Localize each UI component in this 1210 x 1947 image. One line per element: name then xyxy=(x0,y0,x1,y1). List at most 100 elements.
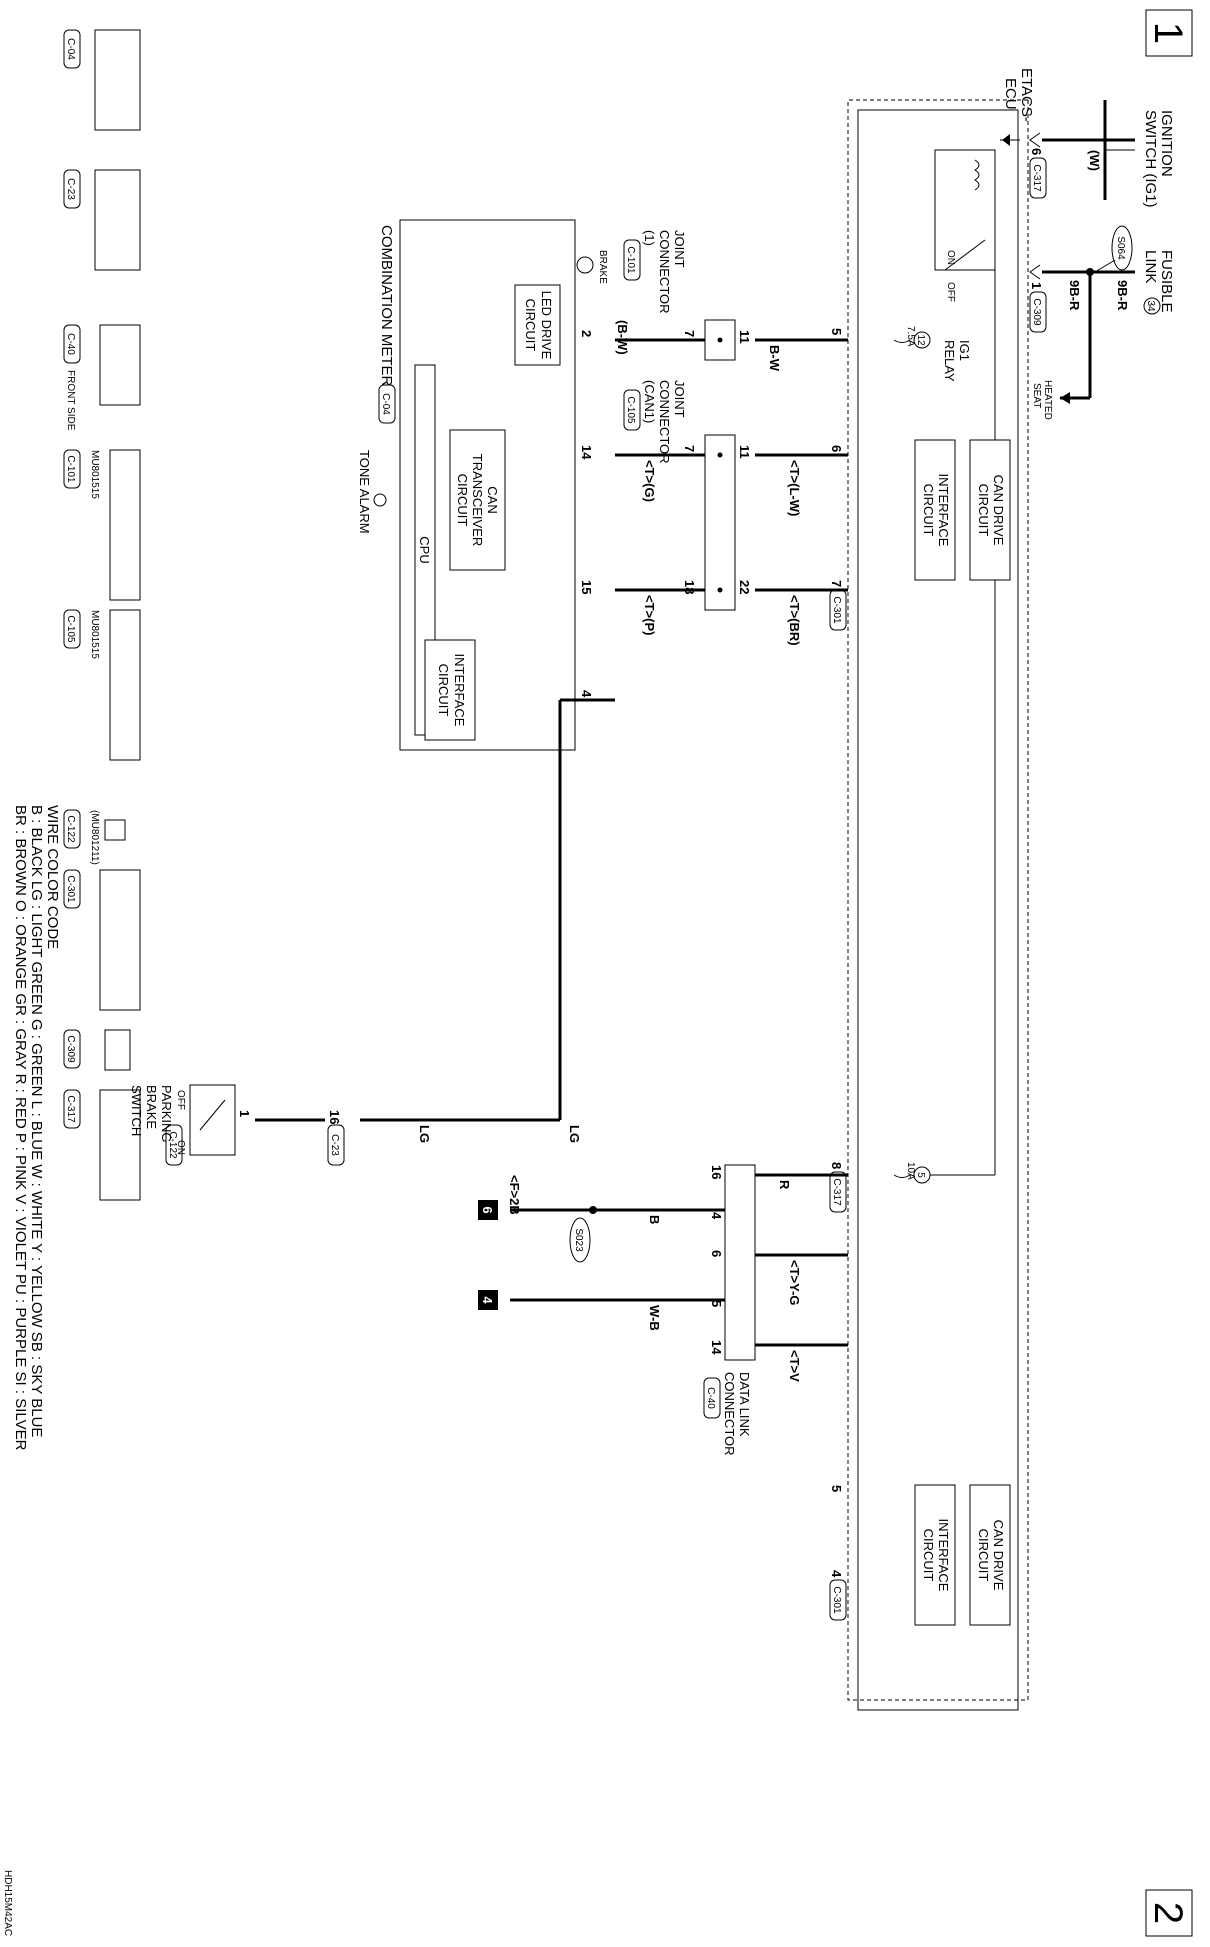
svg-text:S023: S023 xyxy=(573,1228,584,1252)
joint-connector-1: JOINT CONNECTOR (1) C-101 xyxy=(623,230,736,361)
pin-1: 1 xyxy=(1029,282,1044,289)
pin-6: 6 xyxy=(1029,148,1044,155)
svg-text:C-309: C-309 xyxy=(1031,298,1042,326)
svg-text:4: 4 xyxy=(480,1296,495,1304)
connector-view-c122: C-122 (MU801211) xyxy=(63,809,126,865)
svg-text:TONE ALARM: TONE ALARM xyxy=(357,450,372,534)
connector-view-c40: C-40 FRONT SIDE xyxy=(63,324,141,431)
conn-c309: C-309 xyxy=(1029,291,1047,333)
svg-text:RELAY: RELAY xyxy=(942,340,957,382)
conn-c317-top: C-317 xyxy=(1029,157,1047,199)
svg-text:CAN: CAN xyxy=(485,486,500,513)
svg-text:FRONT SIDE: FRONT SIDE xyxy=(65,370,76,431)
splice-s064: S064 xyxy=(1111,225,1133,271)
svg-text:(CAN1): (CAN1) xyxy=(642,380,657,423)
wire-label-bw: B-W xyxy=(767,345,782,372)
heated-seat-label: HEATED SEAT xyxy=(1031,380,1053,420)
pin-22: 22 xyxy=(737,580,752,594)
svg-text:SEAT: SEAT xyxy=(1031,383,1042,408)
wire-label-r: R xyxy=(777,1180,792,1190)
wire-label-lg2: LG xyxy=(417,1125,432,1143)
connector-view-c317: C-317 xyxy=(63,1089,141,1201)
svg-text:HEATED: HEATED xyxy=(1042,380,1053,420)
pin-11b: 11 xyxy=(737,445,752,459)
svg-text:C-317: C-317 xyxy=(65,1095,76,1123)
conn-c23: C-23 xyxy=(327,1124,345,1166)
page-number-2: 2 xyxy=(1145,1889,1193,1937)
svg-text:PARKING: PARKING xyxy=(159,1085,174,1143)
conn-c301b: C-301 xyxy=(829,1579,847,1621)
pin-6c: 6 xyxy=(709,1250,724,1257)
wire-label-9br-top: 9B-R xyxy=(1115,280,1130,311)
led-drive-circuit: LED DRIVE CIRCUIT xyxy=(514,284,561,366)
pin-5c: 5 xyxy=(709,1300,724,1307)
pin-4b: 4 xyxy=(709,1212,724,1220)
svg-text:IG1: IG1 xyxy=(957,340,972,361)
wire-label-can-br: <T>(BR) xyxy=(787,595,802,646)
svg-text:CAN DRIVE: CAN DRIVE xyxy=(991,1520,1006,1591)
wire-label-f2b: <F>2B xyxy=(507,1175,522,1215)
fuse-5: 5 10A xyxy=(893,1162,931,1184)
svg-text:INTERFACE: INTERFACE xyxy=(936,1519,951,1592)
pin-15: 15 xyxy=(579,580,594,594)
pin-14: 14 xyxy=(579,445,594,460)
wire-label-w: (W) xyxy=(1087,150,1102,171)
conn-c317-bottom: C-317 xyxy=(829,1171,847,1213)
pin-6b: 6 xyxy=(829,445,844,452)
svg-text:C-40: C-40 xyxy=(65,333,76,355)
etacs-interface-2: INTERFACE CIRCUIT xyxy=(914,1484,956,1626)
figure-id: HDH15M42AC xyxy=(2,1870,13,1936)
svg-text:C-40: C-40 xyxy=(705,1387,716,1409)
pin-7c: 7 xyxy=(682,445,697,452)
svg-text:CIRCUIT: CIRCUIT xyxy=(921,1529,936,1582)
wire-label-bw-paren: (B-W) xyxy=(615,320,630,355)
meter-interface-circuit: INTERFACE CIRCUIT xyxy=(424,639,476,741)
ground-6: 6 xyxy=(478,1200,498,1220)
svg-text:IGNITION: IGNITION xyxy=(1158,110,1175,177)
svg-text:CIRCUIT: CIRCUIT xyxy=(436,664,451,717)
pin-18: 18 xyxy=(682,580,697,594)
svg-text:MU801515: MU801515 xyxy=(89,450,100,499)
combination-meter-box xyxy=(399,219,576,751)
svg-text:INTERFACE: INTERFACE xyxy=(936,474,951,547)
svg-text:C-309: C-309 xyxy=(65,1035,76,1063)
svg-text:C-101: C-101 xyxy=(625,246,636,274)
svg-text:DATA LINK: DATA LINK xyxy=(737,1372,752,1437)
pin-5: 5 xyxy=(829,328,844,335)
svg-text:MU801515: MU801515 xyxy=(89,610,100,659)
svg-text:FUSIBLE: FUSIBLE xyxy=(1158,250,1175,313)
pin-7: 7 xyxy=(682,330,697,337)
svg-text:S064: S064 xyxy=(1115,236,1126,260)
svg-text:5: 5 xyxy=(915,1172,926,1178)
svg-text:CIRCUIT: CIRCUIT xyxy=(455,474,470,527)
svg-text:C-101: C-101 xyxy=(65,455,76,483)
pin-16: 16 xyxy=(327,1110,342,1124)
parking-brake-switch: OFF ON PARKING BRAKE SWITCH C-122 xyxy=(129,1084,236,1166)
svg-text:CONNECTOR: CONNECTOR xyxy=(722,1372,737,1456)
svg-text:LED DRIVE: LED DRIVE xyxy=(539,291,554,360)
svg-text:CONNECTOR: CONNECTOR xyxy=(657,380,672,464)
wire-label-tv: <T>V xyxy=(787,1350,802,1382)
pin-5b: 5 xyxy=(829,1485,844,1492)
wire-label-b: B xyxy=(647,1215,662,1224)
wire-label-9br: 9B-R xyxy=(1067,280,1082,311)
svg-text:7.5A: 7.5A xyxy=(905,326,916,347)
wire-color-code: WIRE COLOR CODE B : BLACK LG : LIGHT GRE… xyxy=(12,805,61,1451)
pin-14b: 14 xyxy=(709,1340,724,1355)
svg-text:6: 6 xyxy=(480,1206,495,1213)
etacs-ecu-label: ETACS- ECU xyxy=(1002,68,1035,122)
connector-view-c309: C-309 xyxy=(63,1029,131,1071)
data-link-connector: DATA LINK CONNECTOR C-40 xyxy=(703,1164,756,1456)
etacs-interface-1: INTERFACE CIRCUIT xyxy=(914,439,956,581)
svg-text:JOINT: JOINT xyxy=(672,230,687,268)
svg-text:10A: 10A xyxy=(905,1162,916,1180)
svg-text:CONNECTOR: CONNECTOR xyxy=(657,230,672,314)
svg-text:SWITCH (IG1): SWITCH (IG1) xyxy=(1142,110,1159,208)
svg-text:SWITCH: SWITCH xyxy=(129,1085,144,1136)
svg-text:C-105: C-105 xyxy=(65,615,76,643)
wire-label-can-p: <T>(P) xyxy=(642,595,657,635)
svg-text:C-317: C-317 xyxy=(1031,164,1042,192)
svg-text:LINK: LINK xyxy=(1142,250,1159,283)
connector-view-c04: C-04 xyxy=(63,29,141,131)
